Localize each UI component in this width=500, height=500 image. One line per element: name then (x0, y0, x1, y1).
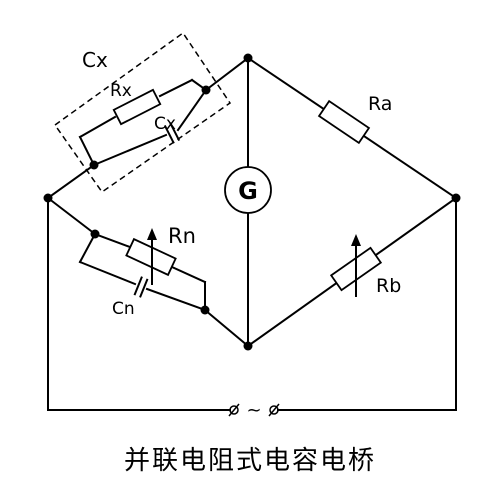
cx-unit-rx-wire-b (158, 78, 194, 98)
terminal-slash-left (228, 403, 240, 417)
rn-unit-rail-left (78, 232, 97, 264)
node-top (243, 53, 253, 63)
wire-cx-to-top (204, 56, 250, 92)
diagram-caption: 并联电阻式电容电桥 (123, 446, 376, 476)
galvanometer (224, 166, 272, 214)
cx-capacitor (163, 122, 181, 144)
rx-label: Rx (110, 81, 132, 101)
rx-resistor (112, 88, 162, 126)
rn-unit-cap-wire-a (78, 260, 137, 286)
cx-unit-cap-wire-a (92, 133, 168, 167)
source-terminal-right (269, 405, 279, 415)
rn-label: Rn (168, 224, 196, 248)
rn-unit-rn-wire-a (93, 232, 132, 249)
node-right (451, 193, 461, 203)
node-bottom (243, 341, 253, 351)
source-symbol: ~ (246, 400, 261, 421)
terminal-slash-right (268, 403, 280, 417)
galvanometer-label: G (238, 177, 258, 205)
cn-capacitor (133, 276, 149, 298)
wire-left-to-rn (46, 196, 97, 236)
cx-unit-cap-wire-b (176, 88, 208, 132)
cx-box-label: Cx (82, 48, 108, 72)
rb-label: Rb (376, 275, 401, 297)
source-terminal-left (229, 405, 239, 415)
rn-unit-cap-wire-b (145, 287, 207, 312)
cx-node-right (201, 85, 211, 95)
cx-dashed-enclosure (53, 31, 232, 194)
rn-node-left (90, 229, 100, 239)
rn-node-right (200, 305, 210, 315)
cx-unit-rail-left (78, 135, 96, 167)
rn-variable-arrow (147, 228, 157, 285)
cn-label: Cn (112, 299, 135, 319)
node-left (43, 193, 53, 203)
cx-unit-rx-wire-a (78, 115, 117, 139)
wire-rn-to-bottom (203, 308, 250, 348)
cx-cap-label: Cx (154, 114, 176, 134)
ra-resistor (317, 99, 371, 145)
rn-unit-rn-wire-b (170, 265, 207, 284)
ra-label: Ra (368, 93, 392, 115)
rb-variable-arrow (351, 234, 361, 297)
cx-node-left (89, 160, 99, 170)
